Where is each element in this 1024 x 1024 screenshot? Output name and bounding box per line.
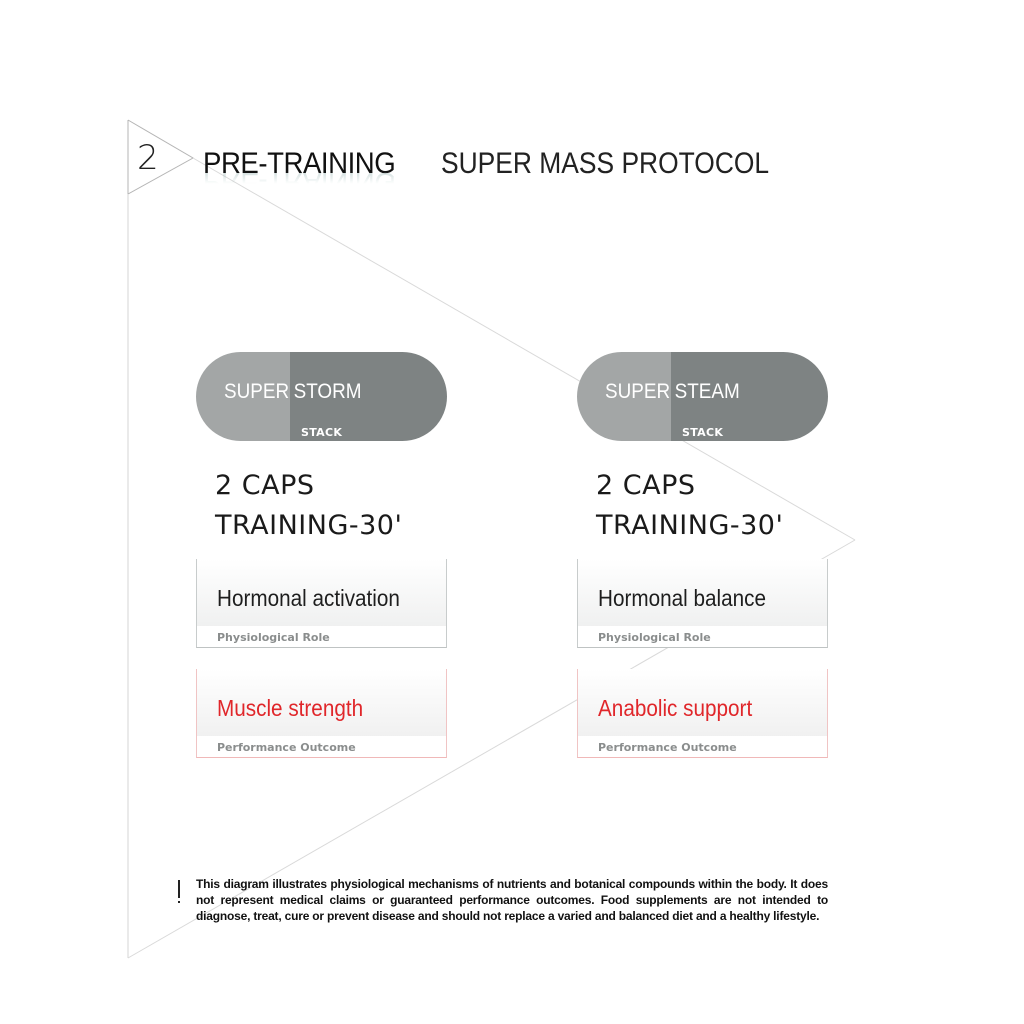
role-value: Hormonal activation <box>217 585 400 611</box>
capsule-steam <box>577 352 828 441</box>
capsule-name-part1: SUPER <box>605 380 671 403</box>
dosage-timing: TRAINING-30' <box>596 510 784 541</box>
role-card: Hormonal activation Physiological Role <box>196 559 447 648</box>
disclaimer-text: This diagram illustrates physiological m… <box>196 877 828 923</box>
disclaimer-marker-dot <box>178 901 180 903</box>
dosage-amount: 2 CAPS <box>215 470 315 501</box>
capsule-right-half <box>671 352 828 441</box>
capsule-right-half <box>290 352 447 441</box>
capsule-name-part1: SUPER <box>224 380 290 403</box>
capsule-name-part2: STORM <box>293 380 362 403</box>
role-value: Hormonal balance <box>598 585 767 611</box>
outcome-caption: Performance Outcome <box>598 741 737 754</box>
capsule-subtitle: STACK <box>301 426 343 439</box>
disclaimer-marker <box>178 880 180 898</box>
step-number: 2 <box>137 138 159 178</box>
role-caption: Physiological Role <box>598 631 711 644</box>
capsule-name-part2: STEAM <box>674 380 740 403</box>
capsule-left-half <box>196 352 290 441</box>
outcome-value: Muscle strength <box>217 695 364 721</box>
dosage: 2 CAPS TRAINING-30' <box>596 466 783 546</box>
outcome-card: Muscle strength Performance Outcome <box>196 669 447 758</box>
large-triangle-top-edge <box>192 157 856 541</box>
outcome-value: Anabolic support <box>598 695 753 721</box>
dosage: 2 CAPS TRAINING-30' <box>215 466 402 546</box>
dosage-timing: TRAINING-30' <box>215 510 403 541</box>
outcome-caption: Performance Outcome <box>217 741 356 754</box>
capsule-storm <box>196 352 447 441</box>
dosage-amount: 2 CAPS <box>596 470 696 501</box>
capsule-subtitle: STACK <box>682 426 724 439</box>
protocol-title: SUPER MASS PROTOCOL <box>441 147 770 180</box>
outcome-card: Anabolic support Performance Outcome <box>577 669 828 758</box>
capsule-left-half <box>577 352 671 441</box>
section-title: PRE-TRAINING <box>203 147 396 180</box>
small-triangle-outline <box>127 119 195 195</box>
role-caption: Physiological Role <box>217 631 330 644</box>
role-card: Hormonal balance Physiological Role <box>577 559 828 648</box>
